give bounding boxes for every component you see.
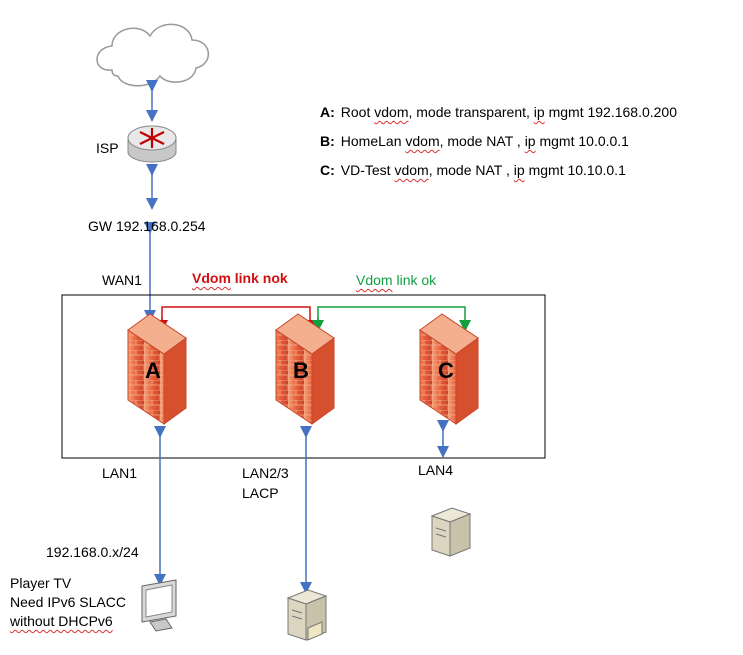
vdom-link-ok-line [317, 306, 471, 332]
vdom-link-nok-label: Vdom link nok [192, 270, 288, 286]
lan23-label-line1: LAN2/3 [242, 465, 289, 481]
legend-c: C:VD-Test vdom, mode NAT , ip mgmt 10.10… [320, 162, 626, 178]
player-tv-monitor-icon [141, 579, 177, 632]
gateway-label: GW 192.168.0.254 [88, 218, 206, 234]
player-tv-label: Player TV Need IPv6 SLACC without DHCPv6 [10, 575, 126, 629]
firewall-c-label: C [438, 358, 454, 383]
firewall-a-label: A [145, 358, 161, 383]
wan1-label: WAN1 [102, 272, 142, 288]
server-lan23-icon [286, 589, 328, 641]
internet-cloud-icon [96, 23, 209, 87]
firewall-a-icon [127, 313, 187, 425]
legend-b: B:HomeLan vdom, mode NAT , ip mgmt 10.0.… [320, 133, 629, 149]
vdom-link-nok-line [161, 306, 316, 332]
vdom-link-ok-label: Vdom link ok [356, 272, 437, 288]
firewall-b-label: B [293, 358, 309, 383]
firewall-b-icon [275, 313, 335, 425]
legend-a: A:Root vdom, mode transparent, ip mgmt 1… [320, 104, 677, 120]
isp-label: ISP [96, 140, 119, 156]
lan1-label: LAN1 [102, 465, 138, 481]
router-icon [127, 125, 177, 163]
server-lan4-icon [430, 507, 472, 557]
subnet-label: 192.168.0.x/24 [46, 544, 139, 560]
lan23-label-line2: LACP [242, 485, 279, 501]
firewall-c-icon [419, 313, 479, 425]
lan4-label: LAN4 [418, 462, 454, 478]
